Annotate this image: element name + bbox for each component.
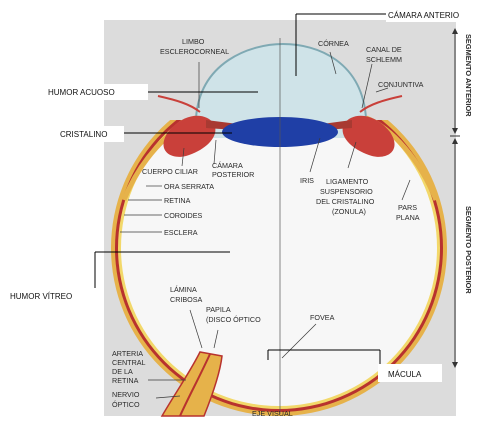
label-nervio-1: NERVIO — [112, 390, 140, 399]
label-segmento-posterior: SEGMENTO POSTERIOR — [464, 206, 473, 294]
label-camara-posterior-2: POSTERIOR — [212, 170, 254, 179]
label-ligamento-4: (ZONULA) — [332, 207, 366, 216]
label-humor-acuoso: HUMOR ACUOSO — [48, 88, 115, 97]
label-humor-vitreo: HUMOR VÍTREO — [10, 292, 72, 301]
label-segmento-anterior: SEGMENTO ANTERIOR — [464, 34, 473, 117]
label-conjuntiva: CONJUNTIVA — [378, 80, 424, 89]
label-papila-2: (DISCO ÓPTICO — [206, 315, 261, 324]
label-ligamento-3: DEL CRISTALINO — [316, 197, 375, 206]
label-ligamento-1: LIGAMENTO — [326, 177, 369, 186]
label-cuerpo-ciliar: CUERPO CILIAR — [142, 167, 198, 176]
label-iris: IRIS — [300, 176, 314, 185]
label-papila-1: PAPILA — [206, 305, 231, 314]
label-camara-posterior-1: CÁMARA — [212, 161, 243, 170]
label-camara-anterior: CÁMARA ANTERIO — [388, 11, 459, 20]
label-coroides: COROIDES — [164, 211, 203, 220]
label-ligamento-2: SUSPENSORIO — [320, 187, 373, 196]
label-cornea: CÓRNEA — [318, 39, 349, 48]
label-lamina-1: LÁMINA — [170, 285, 197, 294]
label-eje-visual: EJE VISUAL — [252, 409, 293, 418]
label-arteria-2: CENTRAL — [112, 358, 146, 367]
label-pars-2: PLANA — [396, 213, 420, 222]
label-nervio-2: ÓPTICO — [112, 400, 140, 409]
label-limbo-2: ESCLEROCORNEAL — [160, 47, 229, 56]
label-arteria-1: ARTERIA — [112, 349, 143, 358]
label-pars-1: PARS — [398, 203, 417, 212]
label-macula: MÁCULA — [388, 370, 422, 379]
label-arteria-3: DE LA — [112, 367, 133, 376]
label-canal-1: CANAL DE — [366, 45, 402, 54]
label-arteria-4: RETINA — [112, 376, 139, 385]
label-fovea: FOVEA — [310, 313, 335, 322]
label-limbo-1: LIMBO — [182, 37, 205, 46]
label-lamina-2: CRIBOSA — [170, 295, 203, 304]
label-cristalino: CRISTALINO — [60, 130, 107, 139]
label-esclera: ESCLERA — [164, 228, 198, 237]
label-ora-serrata: ORA SERRATA — [164, 182, 214, 191]
label-canal-2: SCHLEMM — [366, 55, 402, 64]
label-retina: RETINA — [164, 196, 191, 205]
